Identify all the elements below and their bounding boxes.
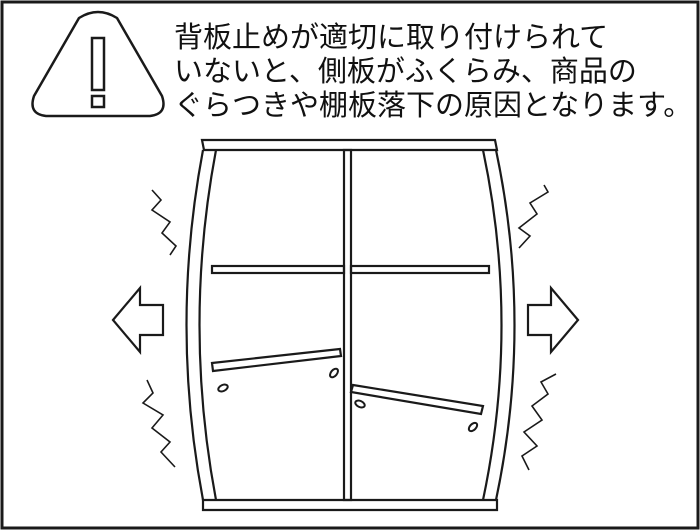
fixed-shelf-left xyxy=(210,264,346,275)
arrow-left-icon xyxy=(111,284,165,356)
fallen-shelf-left xyxy=(210,347,343,373)
exclamation-triangle-icon xyxy=(31,10,165,118)
left-side-panel xyxy=(185,149,218,501)
center-divider xyxy=(342,148,353,502)
warning-line-3: ぐらつきや棚板落下の原因となります。 xyxy=(174,88,693,122)
vibration-mark-icon xyxy=(141,184,557,471)
bookshelf-illustration xyxy=(185,138,516,512)
shelf-bottom-board xyxy=(201,498,499,512)
fallen-shelf-right xyxy=(349,383,485,416)
shelf-pin-icon xyxy=(217,367,479,433)
warning-line-2: いないと、側板がふくらみ、商品の xyxy=(174,54,637,88)
fixed-shelf-right xyxy=(349,264,491,275)
warning-line-1: 背板止めが適切に取り付けられて xyxy=(174,20,609,54)
arrow-right-icon xyxy=(526,284,580,356)
right-side-panel xyxy=(481,149,516,501)
warning-message: 背板止めが適切に取り付けられて いないと、側板がふくらみ、商品の ぐらつきや棚板… xyxy=(174,20,694,122)
shelf-top-board xyxy=(200,138,499,152)
